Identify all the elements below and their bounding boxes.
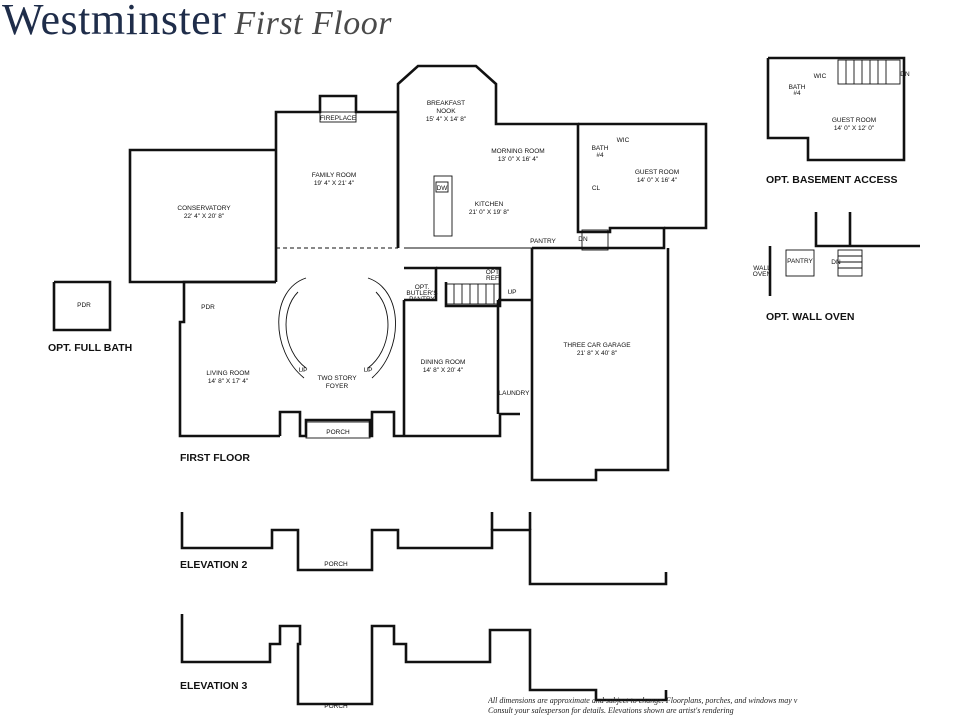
conservatory-dim: 22' 4" X 20' 8" (184, 213, 225, 220)
right-stair-up-label: UP (363, 367, 372, 374)
morning-room-label: MORNING ROOM (491, 148, 544, 155)
laundry-label: LAUNDRY (499, 390, 531, 397)
foyer-label: TWO STORY (317, 375, 357, 382)
disclaimer-line-2: Consult your salesperson for details. El… (488, 706, 734, 715)
kitchen-label: KITCHEN (475, 201, 504, 208)
family-room-label: FAMILY ROOM (312, 172, 357, 179)
dishwasher-label: DW (437, 185, 449, 192)
elevation-2-caption: ELEVATION 2 (180, 559, 247, 571)
disclaimer-line-1: All dimensions are approximate and subje… (488, 696, 798, 705)
ref-label: REF. (486, 275, 500, 282)
rear-stair-up-label: UP (507, 289, 516, 296)
left-curved-stair (278, 277, 307, 379)
elevation-2-porch-label: PORCH (324, 561, 348, 568)
rear-stair (445, 283, 501, 305)
opt-full-bath-caption: OPT. FULL BATH (48, 342, 132, 354)
kitchen-dim: 21' 0" X 19' 8" (469, 209, 510, 216)
basement-wic-label: WIC (814, 73, 827, 80)
fireplace (319, 111, 357, 123)
front-walls (278, 410, 520, 438)
breakfast-dim: 15' 4" X 14' 8" (426, 116, 467, 123)
wall-oven-pantry-label: PANTRY (787, 258, 813, 265)
living-room-dim: 14' 8" X 17' 4" (208, 378, 249, 385)
living-room-label: LIVING ROOM (206, 370, 249, 377)
disclaimer: All dimensions are approximate and subje… (488, 696, 958, 716)
opt-full-bath-walls (52, 280, 112, 332)
guest-room-dim: 14' 0" X 16' 4" (637, 177, 678, 184)
elevation-3-porch-label: PORCH (324, 703, 348, 710)
dining-room-label: DINING ROOM (421, 359, 466, 366)
basement-bath-number: #4 (793, 90, 801, 97)
elevation-3-outline (180, 614, 668, 706)
breakfast-nook-label: NOOK (436, 108, 456, 115)
porch-label: PORCH (326, 429, 350, 436)
guest-room-label: GUEST ROOM (635, 169, 679, 176)
basement-stair (837, 59, 901, 85)
bath-label: BATH (592, 145, 609, 152)
closet-label: CL (592, 185, 601, 192)
living-wing-walls (178, 280, 280, 438)
garage-label: THREE CAR GARAGE (563, 342, 631, 349)
family-room-dim: 19' 4" X 21' 4" (314, 180, 355, 187)
basement-bath-label: BATH (789, 84, 806, 91)
title-main: Westminster (2, 0, 227, 44)
wic-label: WIC (617, 137, 630, 144)
fireplace-label: FIREPLACE (320, 115, 357, 122)
wall-oven-label-2: OVEN (753, 271, 772, 278)
breakfast-label: BREAKFAST (427, 100, 465, 107)
opt-ref-label: OPT. (486, 269, 501, 276)
family-room-walls (274, 94, 400, 282)
bath-number: #4 (596, 152, 604, 159)
wall-oven-stair (837, 249, 863, 277)
garage-dim: 21' 8" X 40' 8" (577, 350, 618, 357)
right-curved-stair (367, 277, 396, 379)
title-subtitle: First Floor (234, 5, 392, 42)
basement-dn-label: DN (900, 71, 910, 78)
elevation-3-caption: ELEVATION 3 (180, 680, 247, 692)
garage-walls (530, 248, 670, 482)
pdr-label: PDR (201, 304, 215, 311)
wall-oven-label-1: WALL (753, 265, 771, 272)
kitchen-island (433, 175, 453, 237)
guest-room-walls (578, 122, 708, 230)
butlers-label-1: OPT. (415, 284, 430, 291)
butlers-label-3: PANTRY (409, 296, 435, 303)
opt-bath-pdr-label: PDR (77, 302, 91, 309)
dining-room-dim: 14' 8" X 20' 4" (423, 367, 464, 374)
opt-basement-access-caption: OPT. BASEMENT ACCESS (766, 174, 897, 186)
foyer-label-2: FOYER (326, 383, 349, 390)
butlers-pantry-walls (404, 266, 438, 302)
wall-oven-dn-label: DN (831, 259, 841, 266)
basement-guest-dim: 14' 0" X 12' 0" (834, 125, 875, 132)
garage-stairs (581, 229, 609, 251)
morning-room-dim: 13' 0" X 16' 4" (498, 156, 539, 163)
pantry-label: PANTRY (530, 238, 556, 245)
butlers-label-2: BUTLER'S (406, 290, 438, 297)
porch-steps (305, 421, 371, 439)
elevation-2-outline (180, 512, 668, 586)
down-label: DN (578, 236, 588, 243)
first-floor-caption: FIRST FLOOR (180, 452, 250, 464)
left-stair-up-label: UP (298, 367, 307, 374)
opt-wall-oven-caption: OPT. WALL OVEN (766, 311, 854, 323)
basement-guest-label: GUEST ROOM (832, 117, 876, 124)
basement-access-walls (766, 56, 906, 162)
conservatory-label: CONSERVATORY (177, 205, 231, 212)
